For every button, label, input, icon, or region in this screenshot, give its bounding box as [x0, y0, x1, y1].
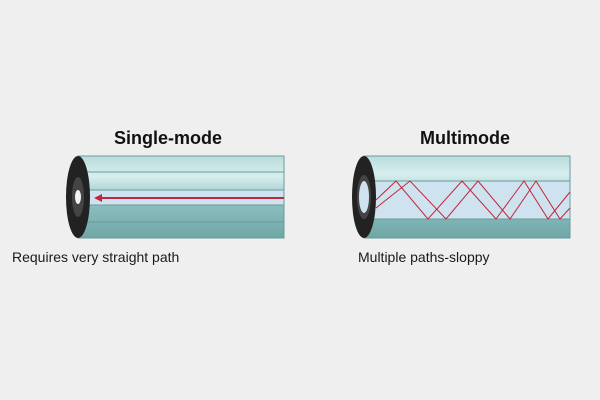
single-mode-fiber-illustration — [66, 155, 285, 239]
multimode-light-ray-b — [375, 180, 571, 220]
multimode-caption: Multiple paths-sloppy — [358, 249, 490, 265]
single-mode-caption: Requires very straight path — [12, 249, 180, 265]
multimode-end-cap — [352, 156, 376, 238]
multimode-fiber-illustration — [352, 155, 571, 239]
single-mode-title: Single-mode — [114, 128, 223, 148]
multimode-core — [371, 180, 571, 220]
multimode-title: Multimode — [420, 128, 510, 148]
single-mode-end-cap — [66, 156, 90, 238]
single-mode-light-ray — [94, 194, 284, 202]
